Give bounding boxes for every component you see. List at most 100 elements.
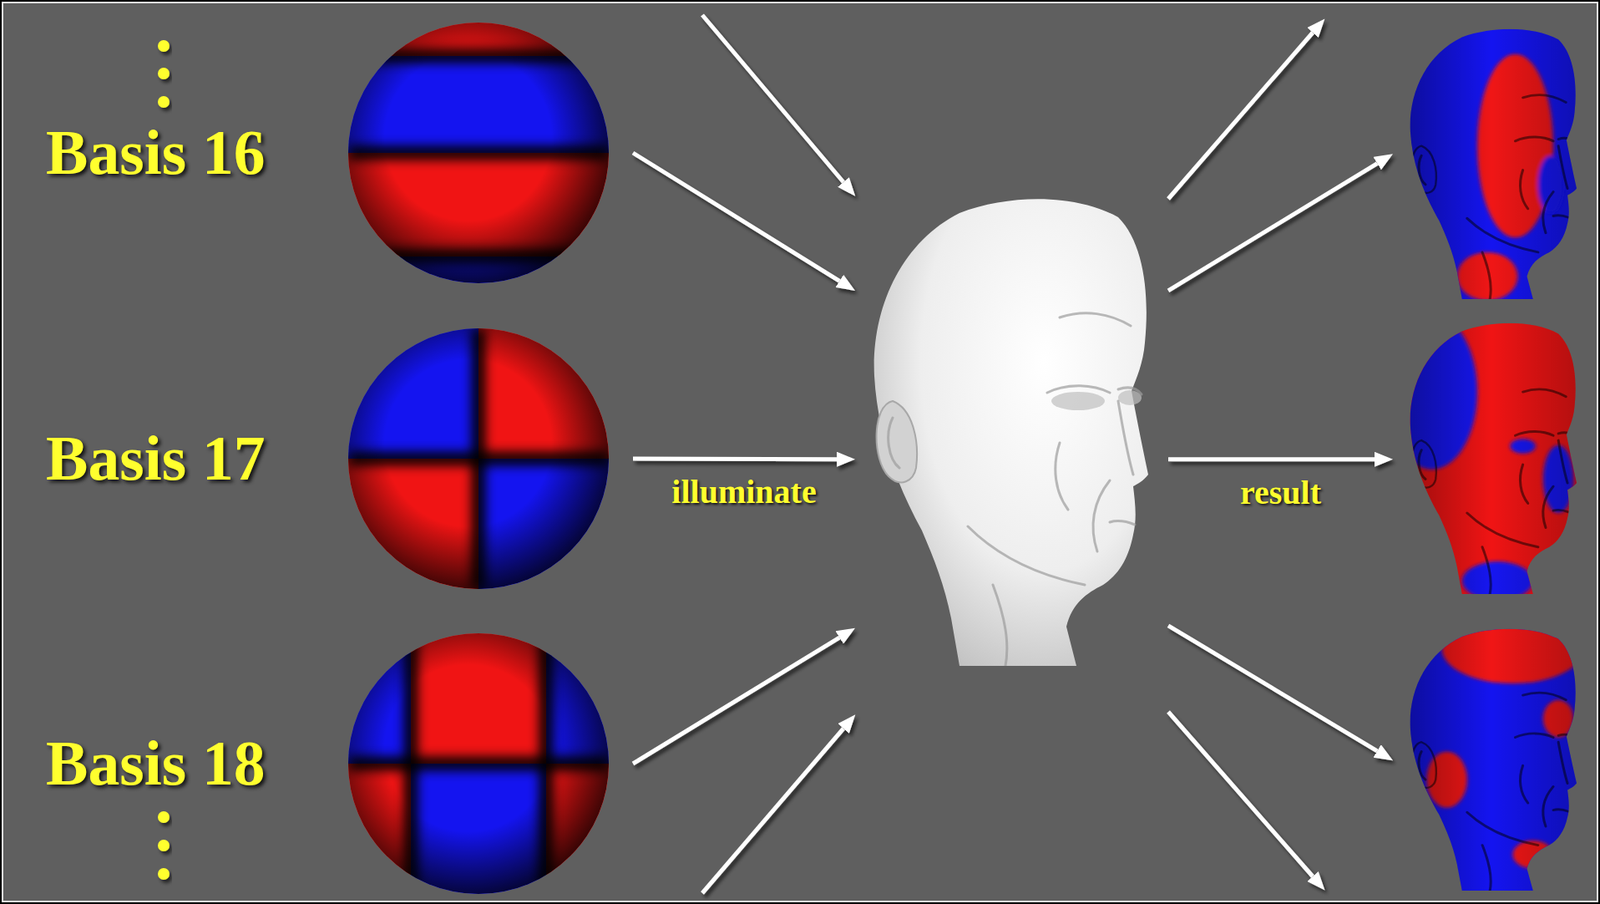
head-base <box>1406 624 1577 891</box>
face-fold <box>1047 385 1110 393</box>
face-fold <box>1055 442 1069 510</box>
ellipsis-dot <box>157 67 170 80</box>
face-fold <box>1467 217 1539 252</box>
sh-basis-sphere <box>348 632 609 894</box>
arrow-connector <box>632 456 837 462</box>
face-fold <box>1558 146 1568 189</box>
face-fold <box>1515 136 1555 142</box>
basis-label: Basis 17 <box>33 426 349 491</box>
face-fold <box>1118 387 1142 395</box>
outgoing-arrow <box>1168 32 1313 199</box>
ellipsis-dot <box>157 96 170 108</box>
extra-arrows <box>702 15 1313 893</box>
outgoing-arrow <box>1168 711 1313 876</box>
incoming-arrow <box>702 728 844 893</box>
basis-sphere: Basis 17 <box>33 328 609 589</box>
basis-sphere: Basis 18 <box>33 632 609 894</box>
arrow-connector <box>632 637 840 764</box>
face-fold <box>1553 509 1569 512</box>
ellipsis-dot <box>157 40 170 52</box>
face-fold <box>1543 192 1554 233</box>
arrow-connector <box>1168 456 1375 461</box>
face-fold <box>1515 430 1555 436</box>
face-fold <box>1418 450 1426 480</box>
face-fold <box>1059 313 1131 326</box>
arrow-connector <box>1168 625 1378 751</box>
face-fold <box>1523 389 1567 397</box>
edge-label-box: illuminate <box>671 475 816 509</box>
face-fold <box>1519 170 1528 209</box>
face-fold <box>1558 440 1568 483</box>
head-shading <box>1406 624 1577 891</box>
eye-socket <box>1051 391 1105 411</box>
face-fold <box>1467 811 1539 845</box>
face-fold <box>1482 546 1491 594</box>
face-fold <box>1558 741 1568 783</box>
sphere-shading <box>348 632 609 894</box>
ellipsis-dot <box>157 839 170 851</box>
result-head <box>1406 25 1577 299</box>
face-fold <box>1543 785 1554 826</box>
basis-sphere: Basis 16 <box>33 22 609 284</box>
sphere-shading <box>348 22 609 284</box>
lit-head <box>1406 624 1577 891</box>
head-model <box>867 192 1149 666</box>
result-illustration <box>1406 318 1577 594</box>
ear <box>876 400 917 482</box>
sculpture-head <box>874 198 1149 666</box>
lit-head <box>1406 318 1577 594</box>
face-fold <box>1418 155 1426 185</box>
face-fold <box>1553 215 1569 218</box>
sphere-pattern <box>348 632 609 894</box>
face-fold <box>1553 809 1569 811</box>
edge-label-box: result <box>1240 475 1322 510</box>
result-illustration <box>1406 624 1577 891</box>
face-fold <box>1109 521 1135 525</box>
face-fold <box>1523 692 1567 700</box>
sculpture-illustration <box>867 192 1149 666</box>
connectors <box>632 152 1378 764</box>
face-fold <box>1093 480 1110 552</box>
eye-socket <box>1118 389 1142 406</box>
basis-label: Basis 16 <box>33 121 349 185</box>
face-fold <box>1482 252 1491 299</box>
sh-basis-sphere <box>348 328 609 589</box>
face-fold <box>1519 764 1528 803</box>
face-fold <box>1467 512 1539 547</box>
face-fold <box>992 584 1008 666</box>
result-head <box>1406 318 1577 594</box>
face-fold <box>1558 432 1573 437</box>
ear <box>1411 440 1436 488</box>
ear <box>1411 146 1436 193</box>
ellipsis-dot <box>157 810 170 823</box>
face-fold <box>888 417 900 468</box>
head-shading <box>1406 318 1577 594</box>
head-shading <box>1406 25 1577 299</box>
lit-head <box>1406 25 1577 299</box>
arrow-connector <box>632 152 840 281</box>
result-head <box>1406 624 1577 891</box>
head-base <box>1406 318 1577 594</box>
sphere-pattern <box>348 22 609 284</box>
face-fold <box>1515 733 1555 738</box>
ellipsis-dot <box>157 867 170 880</box>
arrow-connector <box>1168 163 1378 291</box>
basis-label: Basis 18 <box>33 731 349 795</box>
ear <box>1411 741 1436 788</box>
face-fold <box>1523 95 1567 103</box>
face-fold <box>1118 400 1134 475</box>
incoming-arrow <box>702 15 844 183</box>
result-illustration <box>1406 25 1577 299</box>
sphere-shading <box>348 328 609 589</box>
face-fold <box>1543 486 1554 527</box>
face-fold <box>1482 845 1491 891</box>
sphere-pattern <box>348 328 609 589</box>
edge-label: illuminate <box>671 472 816 511</box>
face-fold <box>967 526 1085 585</box>
face-fold <box>1418 750 1426 780</box>
head-base <box>1406 25 1577 299</box>
face-fold <box>1558 137 1573 142</box>
edge-label: result <box>1240 473 1322 512</box>
